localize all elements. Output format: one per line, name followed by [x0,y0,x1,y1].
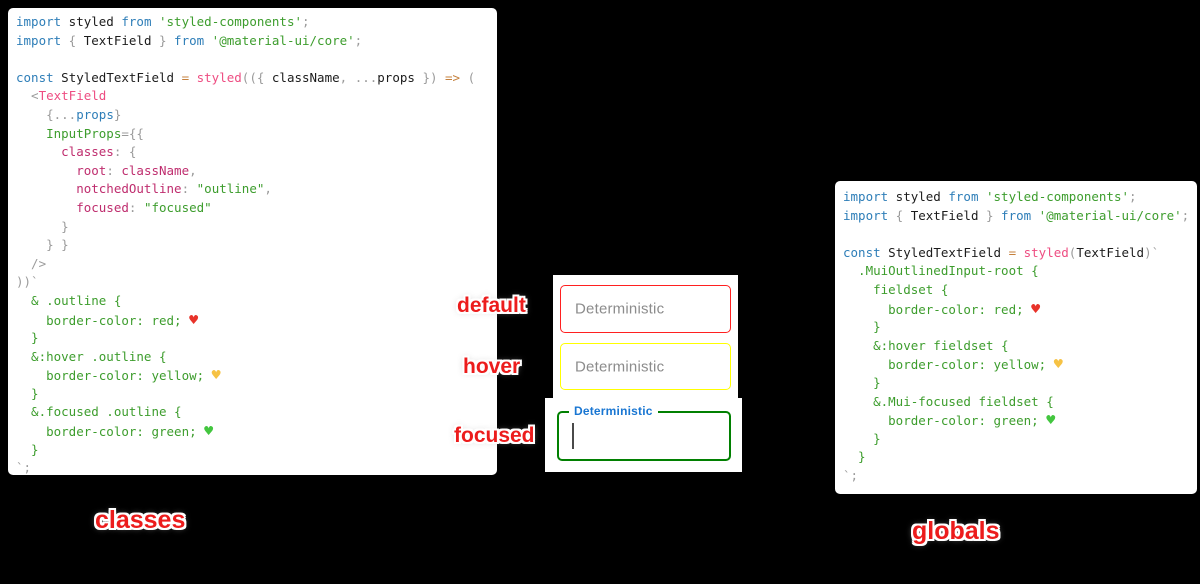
state-label-default: default [457,294,526,317]
textfield-hover-label: Deterministic [575,358,665,375]
text-caret [572,423,574,449]
textfield-hover[interactable]: Deterministic [560,343,731,390]
state-label-focused: focused [454,424,535,447]
textfield-focused[interactable]: Deterministic [557,404,731,461]
code-panel-classes: import styled from 'styled-components';i… [8,8,497,475]
state-label-hover: hover [463,355,521,378]
textfield-default-label: Deterministic [575,300,665,318]
textfield-default[interactable]: Deterministic [560,285,731,333]
textfield-focused-label: Deterministic [569,404,658,418]
caption-classes: classes [95,506,186,534]
code-panel-globals: import styled from 'styled-components';i… [835,181,1197,494]
caption-globals: globals [912,517,1000,545]
